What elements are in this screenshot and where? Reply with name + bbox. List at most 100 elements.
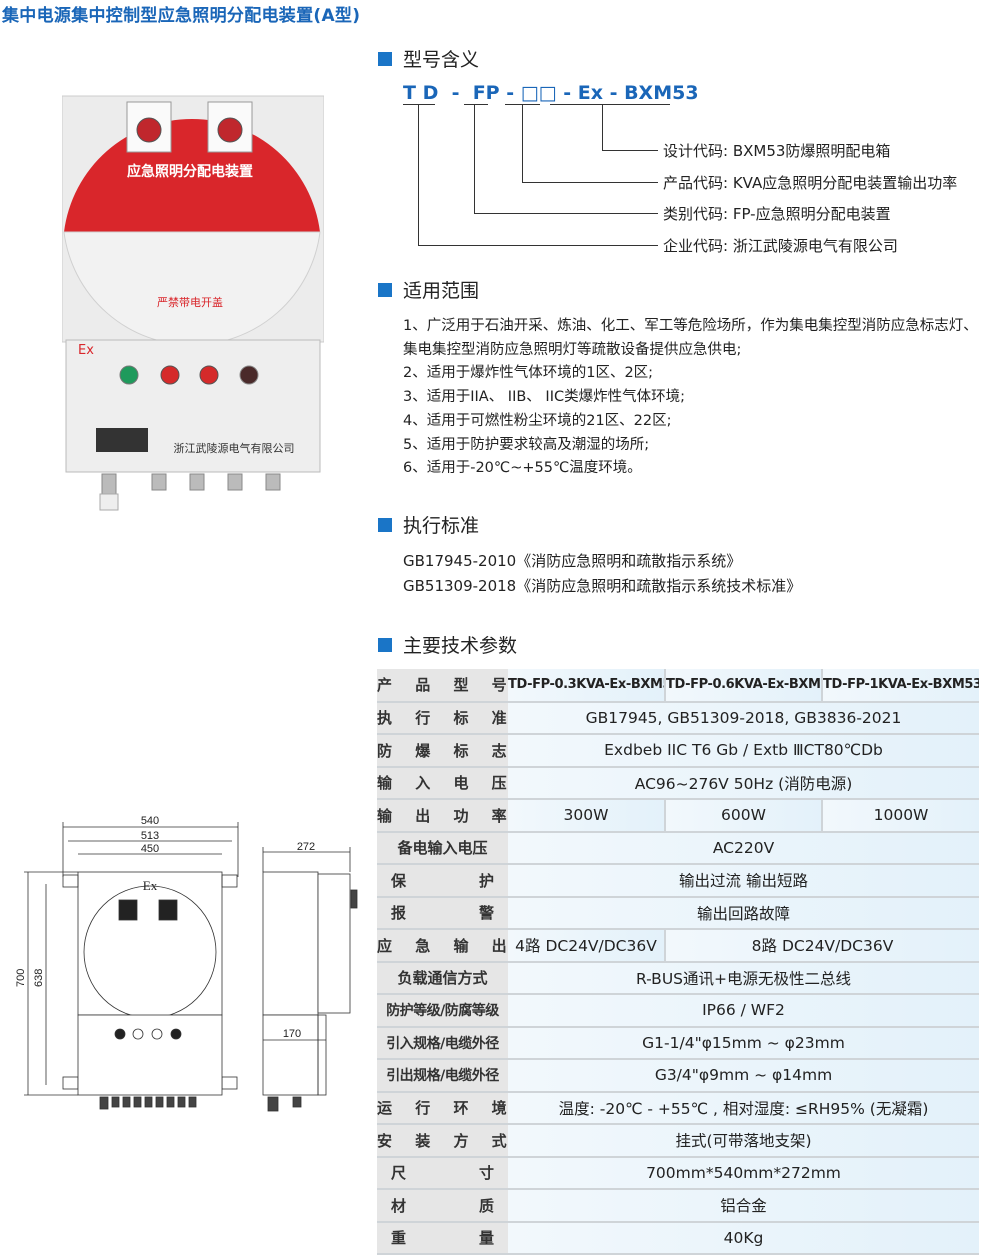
section-title: 主要技术参数 xyxy=(403,635,518,657)
row-value: IP66 / WF2 xyxy=(508,994,979,1028)
table-row-power: 输 出 功 率 300W 600W 1000W xyxy=(377,799,979,833)
row-value: G3/4"φ9mm ~ φ14mm xyxy=(508,1059,979,1093)
dim-638: 638 xyxy=(33,969,45,987)
row-value: 700mm*540mm*272mm xyxy=(508,1156,979,1190)
product-photo: 应急照明分配电装置 严禁带电开盖 Ex 浙江武陵源电气有限公司 xyxy=(61,62,325,521)
design-code-meaning: 设计代码: BXM53防爆照明配电箱 xyxy=(663,142,891,160)
dim-700: 700 xyxy=(15,969,27,987)
row-value: 温度: -20℃ - +55℃ , 相对湿度: ≤RH95% (无凝霜) xyxy=(508,1091,979,1125)
emergency-cell: 8路 DC24V/DC36V xyxy=(664,929,979,963)
product-code-meaning: 产品代码: KVA应急照明分配电装置输出功率 xyxy=(663,174,958,192)
section-standards: 执行标准 xyxy=(378,511,479,538)
section-bullet-icon xyxy=(378,517,392,532)
company-code-meaning: 企业代码: 浙江武陵源电气有限公司 xyxy=(663,237,898,255)
section-bullet-icon xyxy=(378,637,392,652)
lid-label: 应急照明分配电装置 xyxy=(127,163,253,180)
row-value: AC96~276V 50Hz (消防电源) xyxy=(508,766,979,800)
table-row: 保 护输出过流 输出短路 xyxy=(377,864,979,898)
row-label: 运 行 环 境 xyxy=(377,1091,508,1125)
table-row-emergency: 应 急 输 出 4路 DC24V/DC36V 8路 DC24V/DC36V xyxy=(377,929,979,963)
row-value: 挂式(可带落地支架) xyxy=(508,1124,979,1158)
row-value: 铝合金 xyxy=(508,1189,979,1223)
row-label: 重 量 xyxy=(377,1221,508,1255)
scope-item: 6、适用于-20℃~+55℃温度环境。 xyxy=(403,460,642,477)
spec-table: 产 品 型 号 TD-FP-0.3KVA-Ex-BXM53 TD-FP-0.6K… xyxy=(377,669,979,1255)
dim-170: 170 xyxy=(283,1028,301,1040)
row-value: AC220V xyxy=(508,831,979,865)
table-row-models: 产 品 型 号 TD-FP-0.3KVA-Ex-BXM53 TD-FP-0.6K… xyxy=(377,669,979,703)
row-value: 输出回路故障 xyxy=(508,896,979,930)
dim-540: 540 xyxy=(141,815,159,827)
power-cell: 300W xyxy=(508,799,665,833)
row-label: 引出规格/电缆外径 xyxy=(377,1059,508,1093)
row-label: 报 警 xyxy=(377,896,508,930)
dim-272: 272 xyxy=(297,841,315,853)
scope-item: 2、适用于爆炸性气体环境的1区、2区; xyxy=(403,365,654,382)
row-label: 产 品 型 号 xyxy=(377,669,508,703)
scope-item: 5、适用于防护要求较高及潮湿的场所; xyxy=(403,436,650,453)
row-value: 40Kg xyxy=(508,1221,979,1255)
row-label: 材 质 xyxy=(377,1189,508,1223)
company-label: 浙江武陵源电气有限公司 xyxy=(174,441,295,455)
model-cell: TD-FP-0.6KVA-Ex-BXM53 xyxy=(664,669,822,703)
table-row: 安 装 方 式挂式(可带落地支架) xyxy=(377,1124,979,1158)
section-bullet-icon xyxy=(378,51,392,66)
section-title: 型号含义 xyxy=(403,49,480,71)
row-label: 输 出 功 率 xyxy=(377,799,508,833)
scope-item: 1、广泛用于石油开采、炼油、化工、军工等危险场所，作为集电集控型消防应急标志灯、… xyxy=(403,318,978,358)
power-cell: 1000W xyxy=(821,799,979,833)
section-scope: 适用范围 xyxy=(378,276,479,303)
row-label: 应 急 输 出 xyxy=(377,929,508,963)
page-title: 集中电源集中控制型应急照明分配电装置(A型) xyxy=(2,6,361,26)
row-label: 负载通信方式 xyxy=(377,961,508,995)
drawing-ex: Ex xyxy=(143,878,158,893)
model-cell: TD-FP-0.3KVA-Ex-BXM53 xyxy=(508,669,665,703)
row-label: 备电输入电压 xyxy=(377,831,508,865)
scope-list: 1、广泛用于石油开采、炼油、化工、军工等危险场所，作为集电集控型消防应急标志灯、… xyxy=(403,315,988,481)
row-label: 保 护 xyxy=(377,864,508,898)
row-value: GB17945, GB51309-2018, GB3836-2021 xyxy=(508,701,979,735)
model-code: T D - FP - □□ - Ex - BXM53 xyxy=(403,82,699,104)
row-value: R-BUS通讯+电源无极性二总线 xyxy=(508,961,979,995)
table-row: 运 行 环 境温度: -20℃ - +55℃ , 相对湿度: ≤RH95% (无… xyxy=(377,1091,979,1125)
section-model-meaning: 型号含义 xyxy=(378,45,479,72)
scope-item: 3、适用于IIA、 IIB、 IIC类爆炸性气体环境; xyxy=(403,389,685,406)
row-label: 防护等级/防腐等级 xyxy=(377,994,508,1028)
dim-450: 450 xyxy=(141,843,159,855)
row-label: 防 爆 标 志 xyxy=(377,734,508,768)
section-title: 适用范围 xyxy=(403,280,480,302)
section-bullet-icon xyxy=(378,282,392,297)
standard-item: GB17945-2010《消防应急照明和疏散指示系统》 xyxy=(403,552,742,570)
section-title: 执行标准 xyxy=(403,515,480,537)
emergency-cell: 4路 DC24V/DC36V xyxy=(508,929,665,963)
standard-item: GB51309-2018《消防应急照明和疏散指示系统技术标准》 xyxy=(403,577,802,595)
table-row: 材 质铝合金 xyxy=(377,1189,979,1223)
row-label: 尺 寸 xyxy=(377,1156,508,1190)
section-params: 主要技术参数 xyxy=(378,631,517,658)
category-code-meaning: 类别代码: FP-应急照明分配电装置 xyxy=(663,205,891,223)
table-row: 报 警输出回路故障 xyxy=(377,896,979,930)
warning-label: 严禁带电开盖 xyxy=(157,295,223,309)
standards-list: GB17945-2010《消防应急照明和疏散指示系统》 GB51309-2018… xyxy=(403,549,801,599)
ex-mark: Ex xyxy=(78,343,94,358)
dimension-drawing: 540 513 450 700 638 Ex 272 170 xyxy=(10,812,360,1121)
scope-item: 4、适用于可燃性粉尘环境的21区、22区; xyxy=(403,412,672,429)
dim-513: 513 xyxy=(141,830,159,842)
row-label: 安 装 方 式 xyxy=(377,1124,508,1158)
row-value: 输出过流 输出短路 xyxy=(508,864,979,898)
model-cell: TD-FP-1KVA-Ex-BXM53 xyxy=(821,669,979,703)
row-value: G1-1/4"φ15mm ~ φ23mm xyxy=(508,1026,979,1060)
row-label: 执 行 标 准 xyxy=(377,701,508,735)
row-value: Exdbeb IIC T6 Gb / Extb ⅢCT80℃Db xyxy=(508,734,979,768)
power-cell: 600W xyxy=(664,799,822,833)
row-label: 输 入 电 压 xyxy=(377,766,508,800)
